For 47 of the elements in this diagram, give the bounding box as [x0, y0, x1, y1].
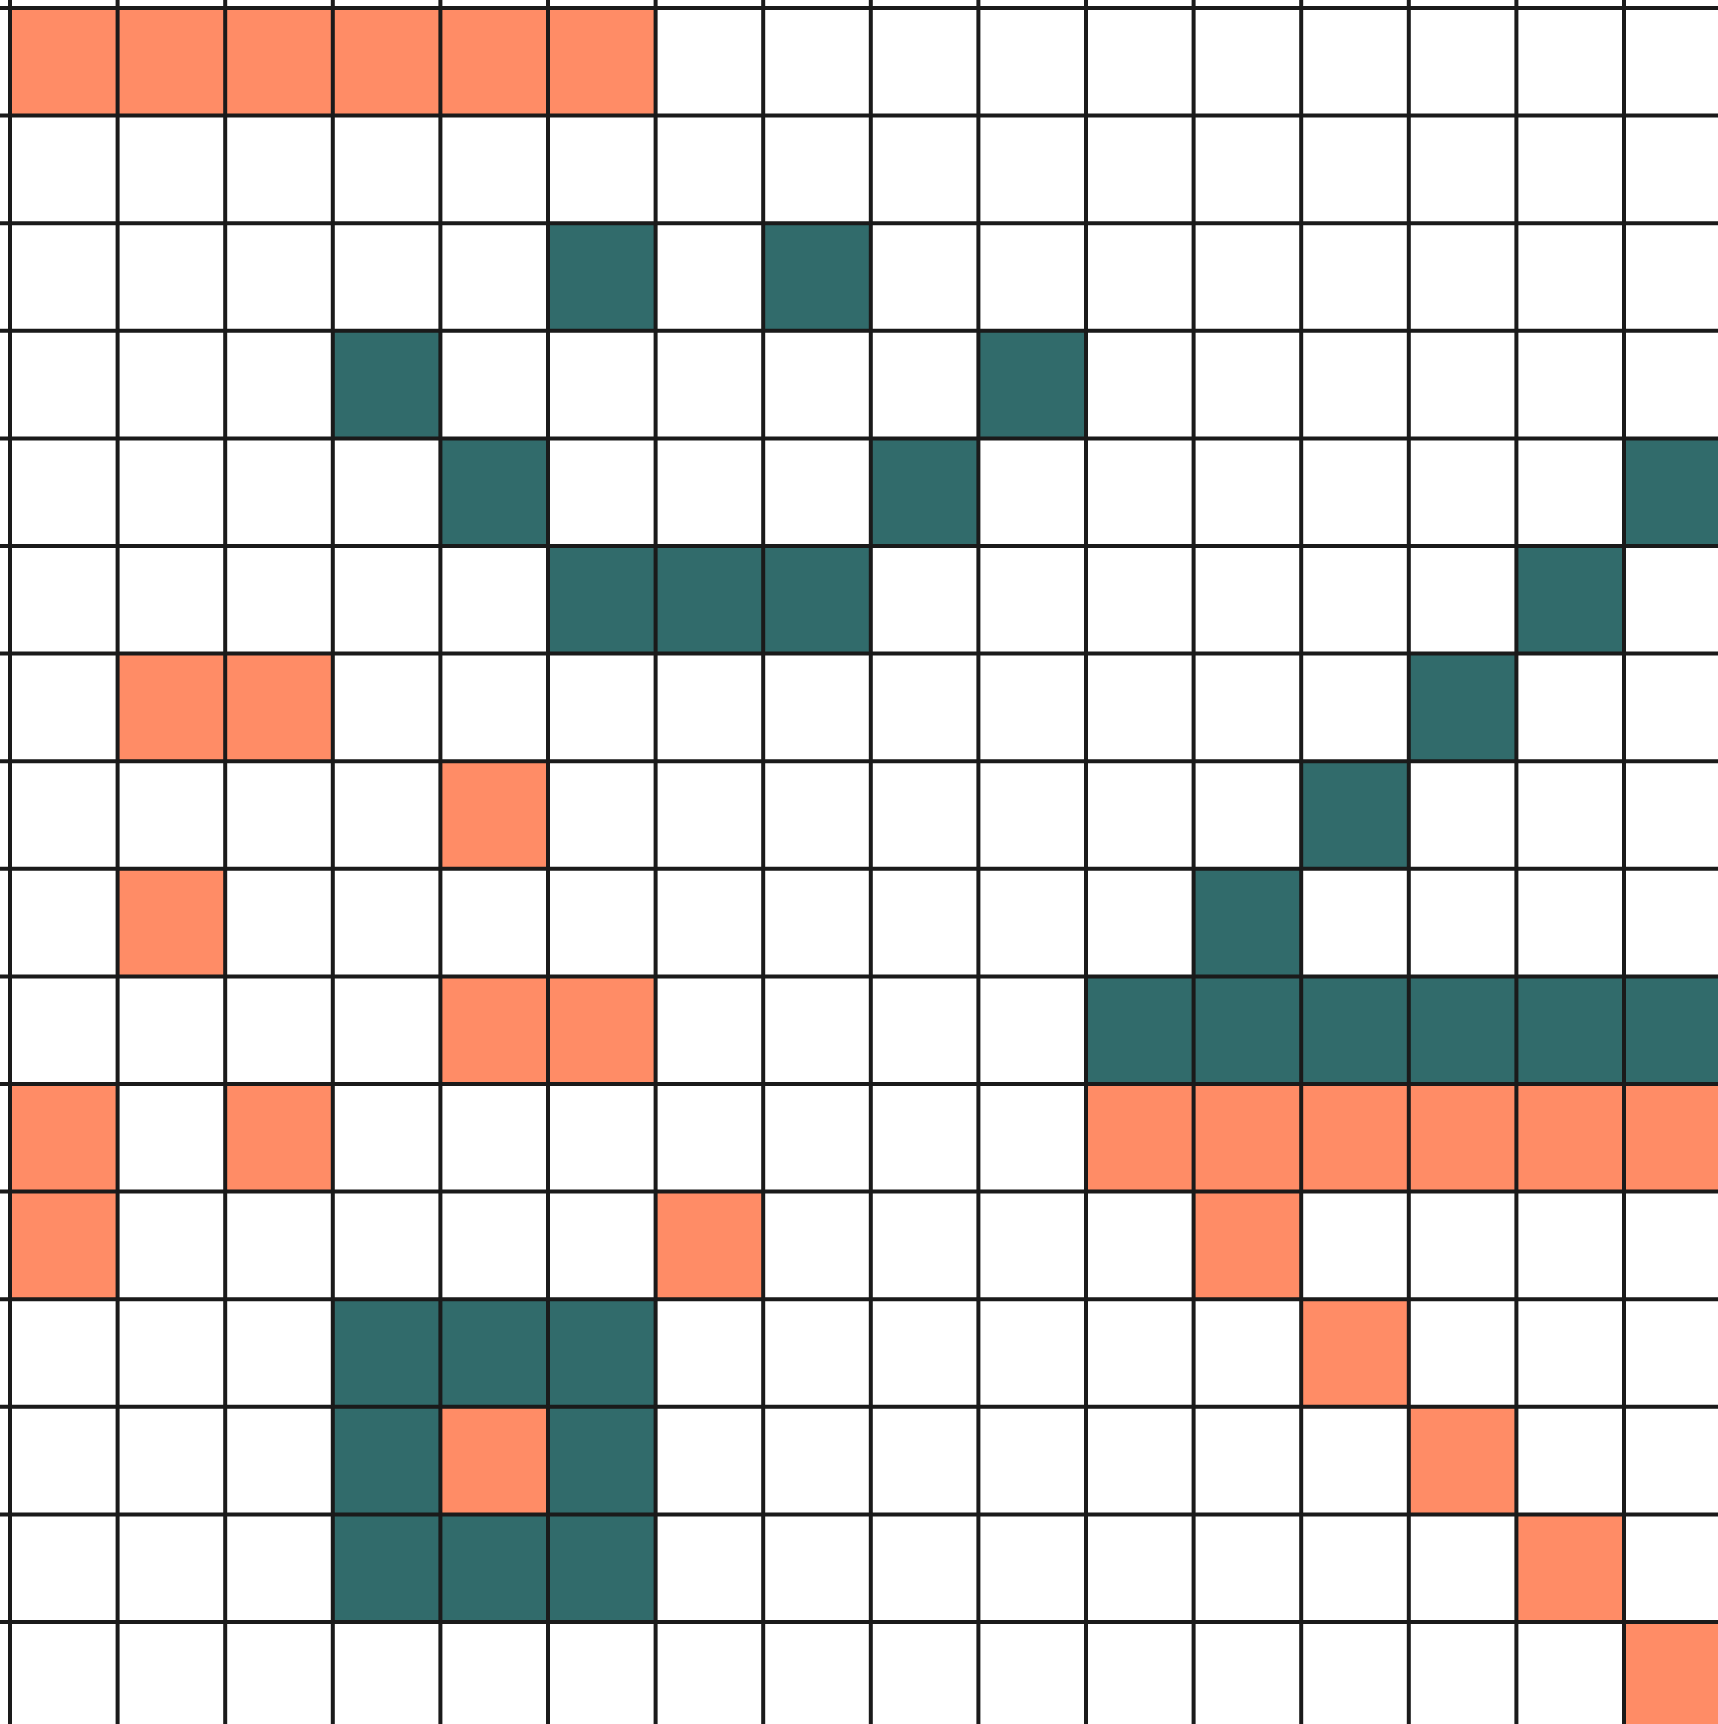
filled-cell [548, 1406, 656, 1515]
filled-cell [1301, 761, 1409, 869]
filled-cell [117, 8, 226, 116]
filled-cell [548, 8, 656, 116]
filled-cell [548, 223, 656, 331]
filled-cell [225, 8, 333, 116]
filled-cell [548, 1299, 656, 1407]
filled-cell [332, 1514, 441, 1622]
filled-cell [440, 438, 548, 546]
filled-cell [10, 8, 118, 116]
filled-cell [1408, 976, 1517, 1084]
filled-cell [1193, 976, 1302, 1084]
filled-cell [440, 761, 548, 869]
filled-cell [225, 1084, 333, 1192]
filled-cell [225, 653, 333, 762]
filled-cell [655, 546, 764, 654]
filled-cell [440, 8, 548, 116]
filled-cell [548, 976, 656, 1084]
filled-cell [1301, 976, 1409, 1084]
filled-cell [1086, 976, 1194, 1084]
filled-cell [978, 330, 1086, 439]
filled-cell [763, 546, 871, 654]
filled-cell [1624, 1084, 1718, 1192]
filled-cell [1408, 1084, 1517, 1192]
filled-cell [1301, 1299, 1409, 1407]
filled-cell [1624, 976, 1718, 1084]
filled-cell [1301, 1084, 1409, 1192]
filled-cell [1516, 546, 1624, 654]
filled-cell [332, 8, 441, 116]
filled-cell [10, 1191, 118, 1300]
filled-cell [440, 1406, 548, 1515]
filled-cell [440, 1299, 548, 1407]
filled-cell [870, 438, 979, 546]
filled-cell [1624, 438, 1718, 546]
filled-cell [1516, 1514, 1624, 1622]
filled-cell [332, 1299, 441, 1407]
filled-cell [763, 223, 871, 331]
filled-cell [10, 1084, 118, 1192]
filled-cell [548, 546, 656, 654]
filled-cell [1516, 1084, 1624, 1192]
filled-cell [440, 976, 548, 1084]
filled-cell [548, 1514, 656, 1622]
filled-cell [1516, 976, 1624, 1084]
filled-cell [440, 1514, 548, 1622]
filled-cell [1086, 1084, 1194, 1192]
filled-cell [1624, 1622, 1718, 1724]
filled-cell [1193, 1084, 1302, 1192]
